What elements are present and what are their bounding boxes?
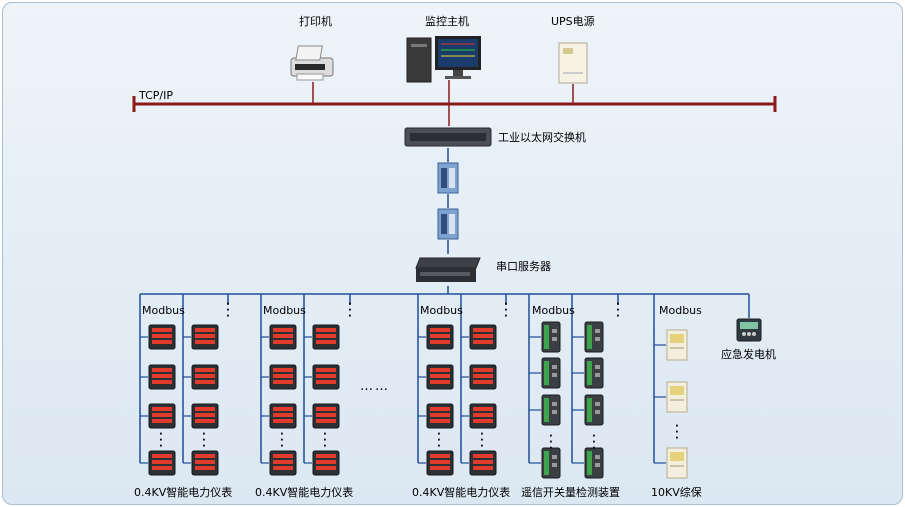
- more-groups-ellipsis: ……: [360, 379, 390, 394]
- ethernet-switch-icon: [404, 127, 492, 147]
- power-meter-icon: [312, 364, 340, 390]
- power-meter-icon: [426, 324, 454, 350]
- group-caption: 10KV综保: [651, 486, 702, 499]
- power-meter-icon: [469, 450, 497, 476]
- emergency-generator-icon: [736, 318, 762, 342]
- power-meter-icon: [269, 364, 297, 390]
- group-caption: 遥信开关量检测装置: [521, 486, 620, 499]
- switch-detection-device-icon: [541, 357, 561, 389]
- monitoring-host-icon: [406, 36, 481, 83]
- power-meter-icon: [269, 450, 297, 476]
- more-devices-dots: ···: [202, 429, 206, 452]
- power-meter-icon: [148, 324, 176, 350]
- power-meter-icon: [426, 364, 454, 390]
- serial-server-icon: [415, 257, 481, 282]
- power-meter-icon: [426, 403, 454, 429]
- switch-detection-device-icon: [584, 357, 604, 389]
- branch-lines: [139, 294, 666, 464]
- switch-detection-device-icon: [584, 447, 604, 479]
- more-devices-dots: ···: [437, 429, 441, 452]
- modbus-label: Modbus: [659, 304, 702, 317]
- serial-server-label: 串口服务器: [496, 260, 551, 273]
- more-columns-dots: ···: [616, 299, 620, 322]
- ups-icon: [558, 42, 588, 84]
- power-meter-icon: [269, 403, 297, 429]
- more-devices-dots: ···: [159, 429, 163, 452]
- switch-label: 工业以太网交换机: [498, 131, 586, 144]
- more-devices-dots: ···: [323, 429, 327, 452]
- printer-label: 打印机: [299, 15, 332, 28]
- tcpip-label: TCP/IP: [139, 89, 173, 102]
- more-columns-dots: ···: [504, 299, 508, 322]
- monitor-host-label: 监控主机: [425, 15, 469, 28]
- modbus-label: Modbus: [263, 304, 306, 317]
- switch-detection-device-icon: [541, 321, 561, 353]
- protection-relay-icon: [666, 329, 688, 361]
- power-meter-icon: [148, 450, 176, 476]
- switch-detection-device-icon: [541, 394, 561, 426]
- switch-detection-device-icon: [541, 447, 561, 479]
- generator-label: 应急发电机: [721, 348, 776, 361]
- switch-detection-device-icon: [584, 321, 604, 353]
- switch-detection-device-icon: [584, 394, 604, 426]
- more-devices-dots: ···: [675, 421, 679, 444]
- modbus-label: Modbus: [142, 304, 185, 317]
- power-meter-icon: [312, 450, 340, 476]
- power-meter-icon: [312, 324, 340, 350]
- media-converter-icon: [437, 208, 459, 240]
- protection-relay-icon: [666, 447, 688, 479]
- power-meter-icon: [312, 403, 340, 429]
- more-columns-dots: ···: [348, 299, 352, 322]
- more-devices-dots: ···: [480, 429, 484, 452]
- group-caption: 0.4KV智能电力仪表: [134, 486, 233, 499]
- power-meter-icon: [469, 403, 497, 429]
- more-devices-dots: ···: [280, 429, 284, 452]
- power-meter-icon: [191, 403, 219, 429]
- more-devices-dots: ···: [592, 431, 596, 454]
- modbus-label: Modbus: [532, 304, 575, 317]
- power-meter-icon: [148, 403, 176, 429]
- more-devices-dots: ···: [549, 431, 553, 454]
- group-caption: 0.4KV智能电力仪表: [255, 486, 354, 499]
- power-meter-icon: [191, 364, 219, 390]
- power-meter-icon: [191, 324, 219, 350]
- ups-label: UPS电源: [551, 15, 595, 28]
- power-meter-icon: [191, 450, 219, 476]
- protection-relay-icon: [666, 381, 688, 413]
- power-meter-icon: [469, 364, 497, 390]
- group-caption: 0.4KV智能电力仪表: [412, 486, 511, 499]
- media-converter-icon: [437, 162, 459, 194]
- power-meter-icon: [148, 364, 176, 390]
- power-meter-icon: [269, 324, 297, 350]
- modbus-label: Modbus: [420, 304, 463, 317]
- more-columns-dots: ···: [226, 299, 230, 322]
- power-meter-icon: [469, 324, 497, 350]
- printer-icon: [290, 45, 334, 81]
- power-meter-icon: [426, 450, 454, 476]
